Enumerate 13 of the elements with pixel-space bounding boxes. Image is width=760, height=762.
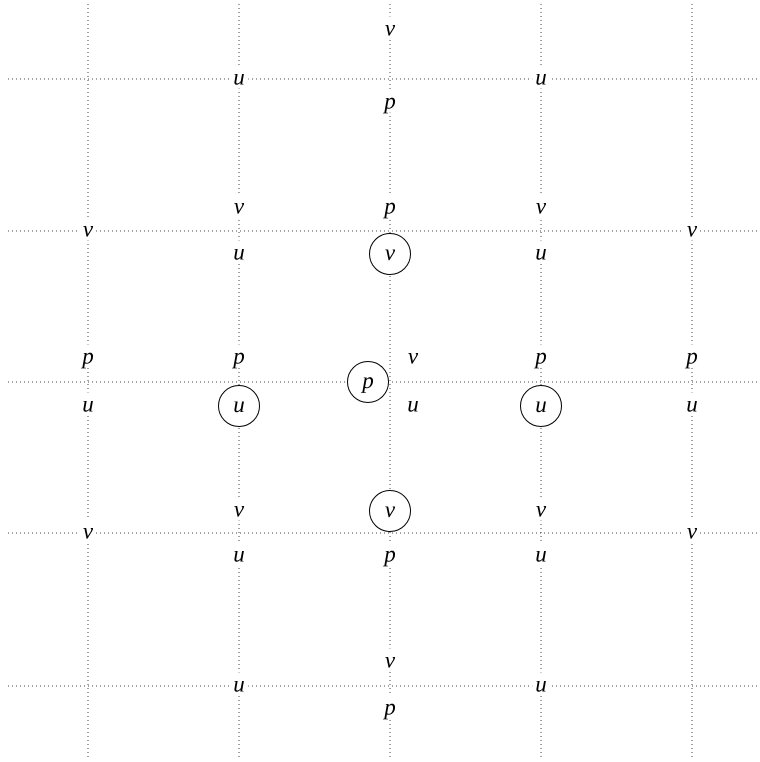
variable-label: u	[230, 66, 248, 88]
circled-variable: p	[347, 361, 389, 403]
variable-label: u	[532, 672, 550, 696]
variable-label: u	[230, 672, 248, 696]
variable-label: v	[684, 218, 700, 240]
circled-variable: u	[218, 385, 260, 427]
variable-label: v	[80, 520, 96, 542]
variable-label: u	[532, 66, 550, 88]
variable-label: v	[80, 218, 96, 240]
circled-variable: u	[520, 385, 562, 427]
circled-variable: v	[369, 233, 411, 275]
variable-label: v	[684, 520, 700, 542]
circled-variable: v	[369, 490, 411, 532]
